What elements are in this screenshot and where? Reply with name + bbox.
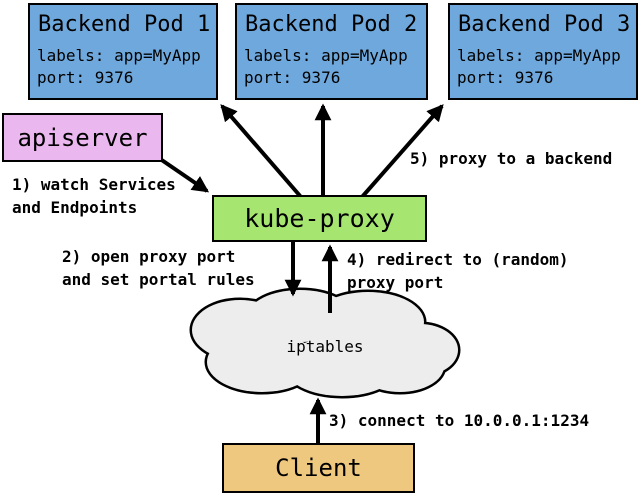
annotation-step3: 3) connect to 10.0.0.1:1234 [329, 411, 590, 430]
backend-pod-3-port: port: 9376 [457, 68, 554, 87]
apiserver-label: apiserver [17, 123, 148, 152]
backend-pod-2-title: Backend Pod 2 [245, 12, 418, 37]
backend-pod-1-port: port: 9376 [37, 68, 134, 87]
arrow-kubeproxy-to-pod3 [360, 104, 444, 199]
client-box: Client [222, 443, 415, 493]
annotation-step1: 1) watch Services and Endpoints [12, 175, 176, 217]
annotation-step4: 4) redirect to (random) proxy port [347, 250, 569, 292]
backend-pod-2-box: Backend Pod 2 labels: app=MyApp port: 93… [235, 3, 428, 100]
backend-pod-1-box: Backend Pod 1 labels: app=MyApp port: 93… [28, 3, 218, 100]
iptables-cloud [189, 287, 461, 399]
backend-pod-2-port: port: 9376 [244, 68, 341, 87]
backend-pod-1-labels: labels: app=MyApp [37, 46, 201, 65]
annotation-step2: 2) open proxy port and set portal rules [62, 247, 255, 289]
arrow-kubeproxy-to-pod1 [220, 104, 303, 199]
backend-pod-3-title: Backend Pod 3 [458, 12, 631, 37]
backend-pod-3-box: Backend Pod 3 labels: app=MyApp port: 93… [448, 3, 638, 100]
backend-pod-2-labels: labels: app=MyApp [244, 46, 408, 65]
backend-pod-1-title: Backend Pod 1 [38, 12, 211, 37]
kube-proxy-box: kube-proxy [212, 195, 427, 242]
annotation-step5: 5) proxy to a backend [410, 149, 613, 168]
iptables-label: iptables [286, 337, 364, 356]
apiserver-box: apiserver [2, 113, 163, 162]
backend-pod-3-labels: labels: app=MyApp [457, 46, 621, 65]
kube-proxy-label: kube-proxy [244, 204, 395, 233]
client-label: Client [275, 454, 362, 482]
